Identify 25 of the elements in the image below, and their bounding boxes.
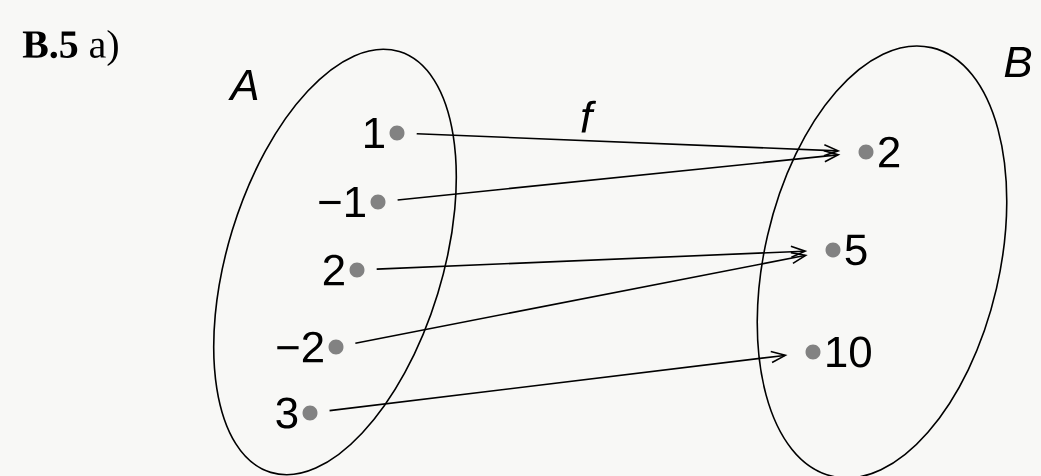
node-label: 1 (365, 117, 384, 149)
node-label: −1 (319, 186, 365, 218)
element-point: 3 (276, 397, 318, 429)
node-label: 2 (879, 136, 900, 168)
arrow (354, 251, 808, 344)
node-label: 5 (845, 234, 867, 266)
element-point: −1 (319, 186, 386, 218)
set-label: A (228, 69, 258, 101)
element-point: 2 (323, 254, 365, 286)
arrow (375, 245, 808, 270)
element-point: 5 (825, 234, 867, 266)
element-point: 10 (805, 336, 871, 368)
element-point: 1 (365, 117, 405, 149)
arrow (415, 133, 841, 157)
node-label: 10 (827, 336, 871, 368)
element-point: 2 (858, 136, 900, 168)
node-label: −2 (277, 331, 323, 363)
exercise-number: B.5 a) (22, 29, 118, 67)
node-label: 3 (276, 397, 298, 429)
edge-label: f (578, 98, 596, 135)
set-label: B (1004, 46, 1032, 78)
arrow (328, 350, 788, 412)
arrow (396, 150, 841, 201)
node-label: 2 (323, 254, 344, 286)
element-point: −2 (277, 331, 344, 363)
